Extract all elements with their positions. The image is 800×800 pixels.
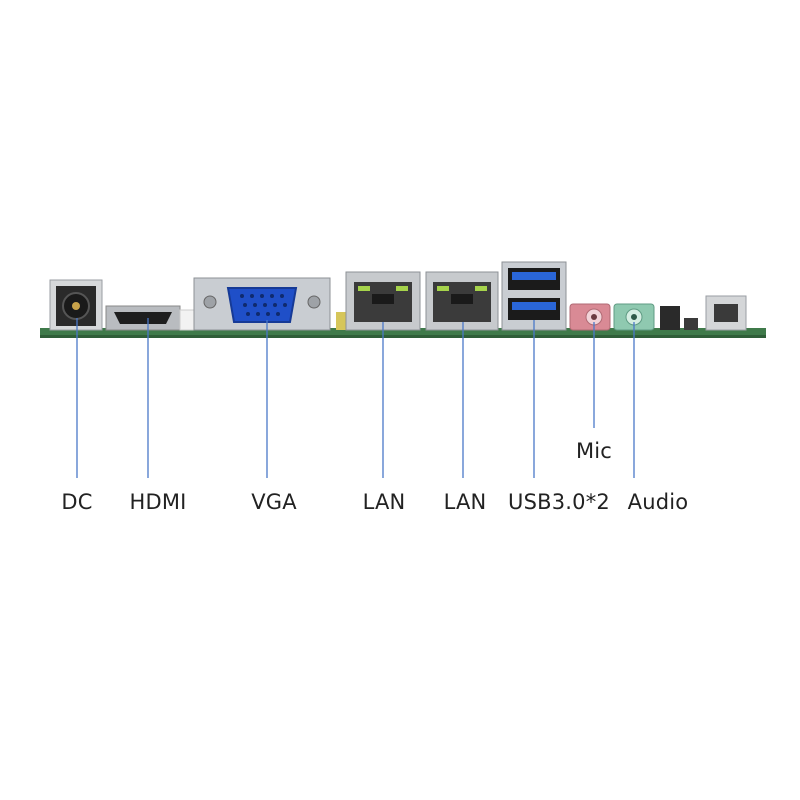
yellow-capacitor: [336, 312, 346, 330]
white-component: [179, 309, 195, 331]
dc-jack: [49, 279, 103, 331]
label-vga: VGA: [251, 490, 297, 514]
pcb-board-edge: [40, 335, 766, 338]
label-lan-2: LAN: [443, 490, 487, 514]
pcb-board: [40, 328, 766, 338]
label-hdmi: HDMI: [129, 490, 187, 514]
label-lan-1: LAN: [362, 490, 406, 514]
vga-port: [193, 277, 331, 331]
hdmi-port: [105, 305, 181, 331]
label-audio: Audio: [627, 490, 689, 514]
black-header: [660, 306, 680, 330]
label-dc: DC: [61, 490, 93, 514]
lan-port-1: [345, 271, 421, 331]
usb3-ports: [501, 261, 567, 331]
small-component: [684, 318, 698, 330]
right-connector-inner: [714, 304, 738, 322]
lan-port-2: [425, 271, 499, 331]
mic-jack: [569, 303, 611, 331]
label-mic: Mic: [575, 439, 613, 463]
label-usb: USB3.0*2: [508, 490, 610, 514]
